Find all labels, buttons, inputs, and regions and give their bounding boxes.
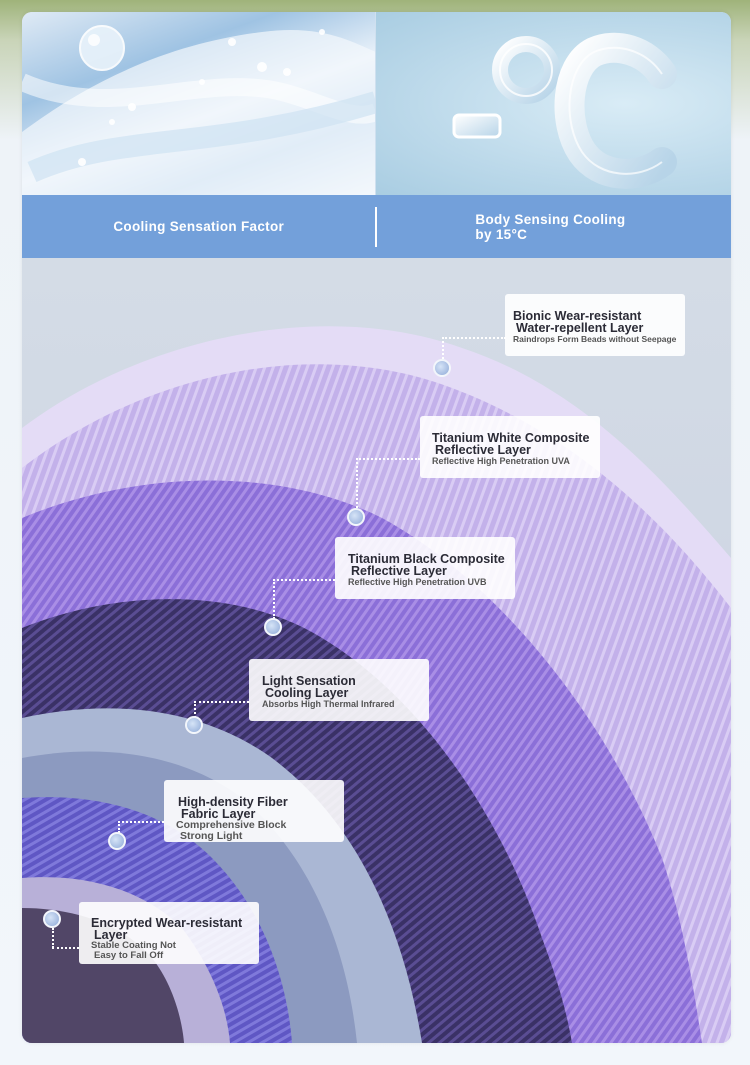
layer-3-label: Titanium Black Composite Reflective Laye… <box>335 537 515 599</box>
layer-3-title-line1: Titanium Black Composite <box>348 552 505 566</box>
layer-3-title-line2: Reflective Layer <box>351 564 447 578</box>
layer-4-title-line1: Light Sensation <box>262 674 356 688</box>
layer-6-title-line1: Encrypted Wear-resistant <box>91 916 243 930</box>
top-photos: - °C <box>22 12 731 195</box>
banner-cooling-factor: Cooling Sensation Factor <box>22 195 375 258</box>
banner-cooling-factor-text: Cooling Sensation Factor <box>113 219 285 234</box>
layer-4-title-line2: Cooling Layer <box>265 686 349 700</box>
layer-4-marker <box>185 716 203 734</box>
layer-5-title-line2: Fabric Layer <box>181 807 256 821</box>
banner-body-cooling: Body Sensing Cooling by 15°C <box>377 195 731 258</box>
layer-6-label: Encrypted Wear-resistant Layer Stable Co… <box>79 902 259 964</box>
layer-2-title-line2: Reflective Layer <box>435 443 531 457</box>
layer-2-marker <box>347 508 365 526</box>
product-card: - °C Cooling Sensation Factor Body Sensi… <box>22 12 731 1043</box>
layer-2-label: Titanium White Composite Reflective Laye… <box>420 416 600 478</box>
layer-4-label: Light Sensation Cooling Layer Absorbs Hi… <box>249 659 429 721</box>
banner-body-cooling-line1: Body Sensing Cooling <box>475 211 626 227</box>
layer-6-sub-line2: Easy to Fall Off <box>94 950 164 961</box>
layer-1-title-line1: Bionic Wear-resistant <box>513 309 642 323</box>
layer-5-label: High-density Fiber Fabric Layer Comprehe… <box>164 780 344 842</box>
ice-fabric-photo <box>22 12 376 195</box>
layer-3-sub: Reflective High Penetration UVB <box>348 577 487 587</box>
layer-1-label: Bionic Wear-resistant Water-repellent La… <box>505 294 685 356</box>
fabric-layers-illustration: Bionic Wear-resistant Water-repellent La… <box>22 258 731 1043</box>
connector-h-2 <box>356 458 420 460</box>
connector-v-1 <box>442 337 444 359</box>
layer-5-sub-line1: Comprehensive Block <box>176 819 287 831</box>
layer-4-sub: Absorbs High Thermal Infrared <box>262 699 395 709</box>
banner-body-cooling-line2: by 15°C <box>475 226 528 242</box>
layer-2-sub: Reflective High Penetration UVA <box>432 456 570 466</box>
layer-6-marker <box>43 910 61 928</box>
connector-v-2 <box>356 458 358 508</box>
connector-h-4 <box>194 701 249 703</box>
layer-6-sub-line1: Stable Coating Not <box>91 940 176 951</box>
connector-h-1 <box>442 337 506 339</box>
connector-v-5 <box>118 821 120 833</box>
minus-degree-ice-photo: - °C <box>376 12 731 195</box>
feature-banner: Cooling Sensation Factor Body Sensing Co… <box>22 195 731 258</box>
connector-h-6 <box>52 947 79 949</box>
layer-6-title-line2: Layer <box>94 928 128 942</box>
connector-v-4 <box>194 701 196 718</box>
connector-v-6 <box>52 928 54 948</box>
layer-5-title-line1: High-density Fiber <box>178 795 288 809</box>
layer-3-marker <box>264 618 282 636</box>
layer-1-sub: Raindrops Form Beads without Seepage <box>513 334 677 344</box>
layer-2-title-line1: Titanium White Composite <box>432 431 590 445</box>
layer-5-sub-line2: Strong Light <box>180 830 243 842</box>
layer-1-marker <box>433 359 451 377</box>
banner-divider <box>375 206 378 247</box>
connector-h-5 <box>118 821 164 823</box>
connector-h-3 <box>273 579 335 581</box>
connector-v-3 <box>273 579 275 619</box>
layer-1-title-line2: Water-repellent Layer <box>516 321 644 335</box>
layer-5-marker <box>108 832 126 850</box>
